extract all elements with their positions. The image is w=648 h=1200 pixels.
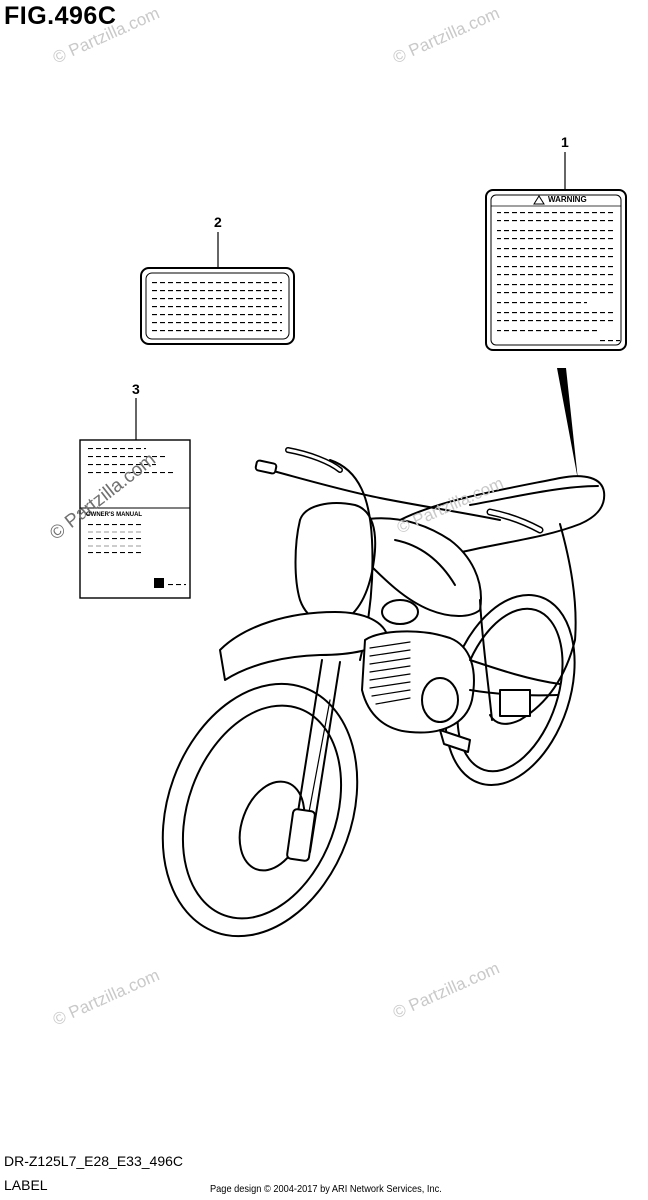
warning-heading: WARNING <box>548 195 587 204</box>
motorcycle-drawing <box>161 447 606 938</box>
callout-3: 3 <box>132 381 140 397</box>
info-label <box>140 232 295 345</box>
copyright-footer: Page design © 2004-2017 by ARI Network S… <box>210 1183 442 1195</box>
warning-label-text-lines <box>497 212 620 342</box>
callout-1: 1 <box>561 134 569 150</box>
pointer-arrow <box>557 368 578 480</box>
warning-label <box>485 152 627 351</box>
owners-manual <box>79 398 191 599</box>
section-label: LABEL <box>4 1177 48 1193</box>
callout-2: 2 <box>214 214 222 230</box>
manual-heading: OWNER'S MANUAL <box>86 512 143 518</box>
model-code: DR-Z125L7_E28_E33_496C <box>4 1153 184 1169</box>
figure-title: FIG.496C <box>4 2 117 30</box>
